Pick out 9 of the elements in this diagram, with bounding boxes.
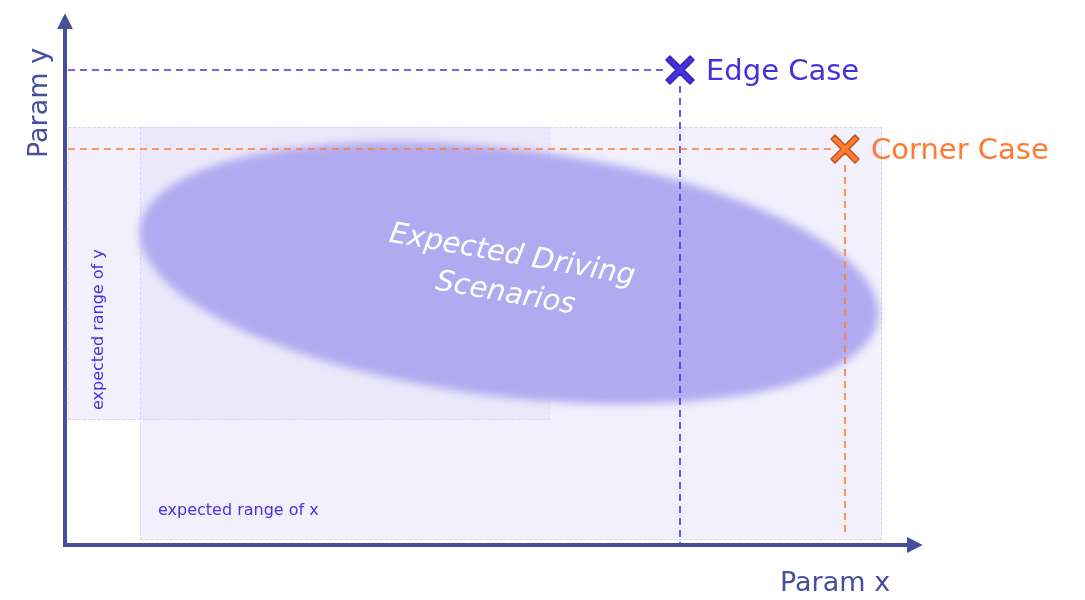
range-label: expected range of x bbox=[158, 500, 319, 519]
axis-label: Param y bbox=[22, 47, 53, 158]
axis-label: Param x bbox=[780, 566, 891, 597]
case-marker bbox=[829, 131, 1049, 167]
ellipse-label: Expected Driving Scenarios bbox=[386, 213, 639, 323]
case-marker bbox=[664, 52, 860, 88]
case-label: Edge Case bbox=[706, 53, 860, 87]
case-label: Corner Case bbox=[871, 132, 1049, 166]
range-label: expected range of y bbox=[88, 249, 107, 410]
